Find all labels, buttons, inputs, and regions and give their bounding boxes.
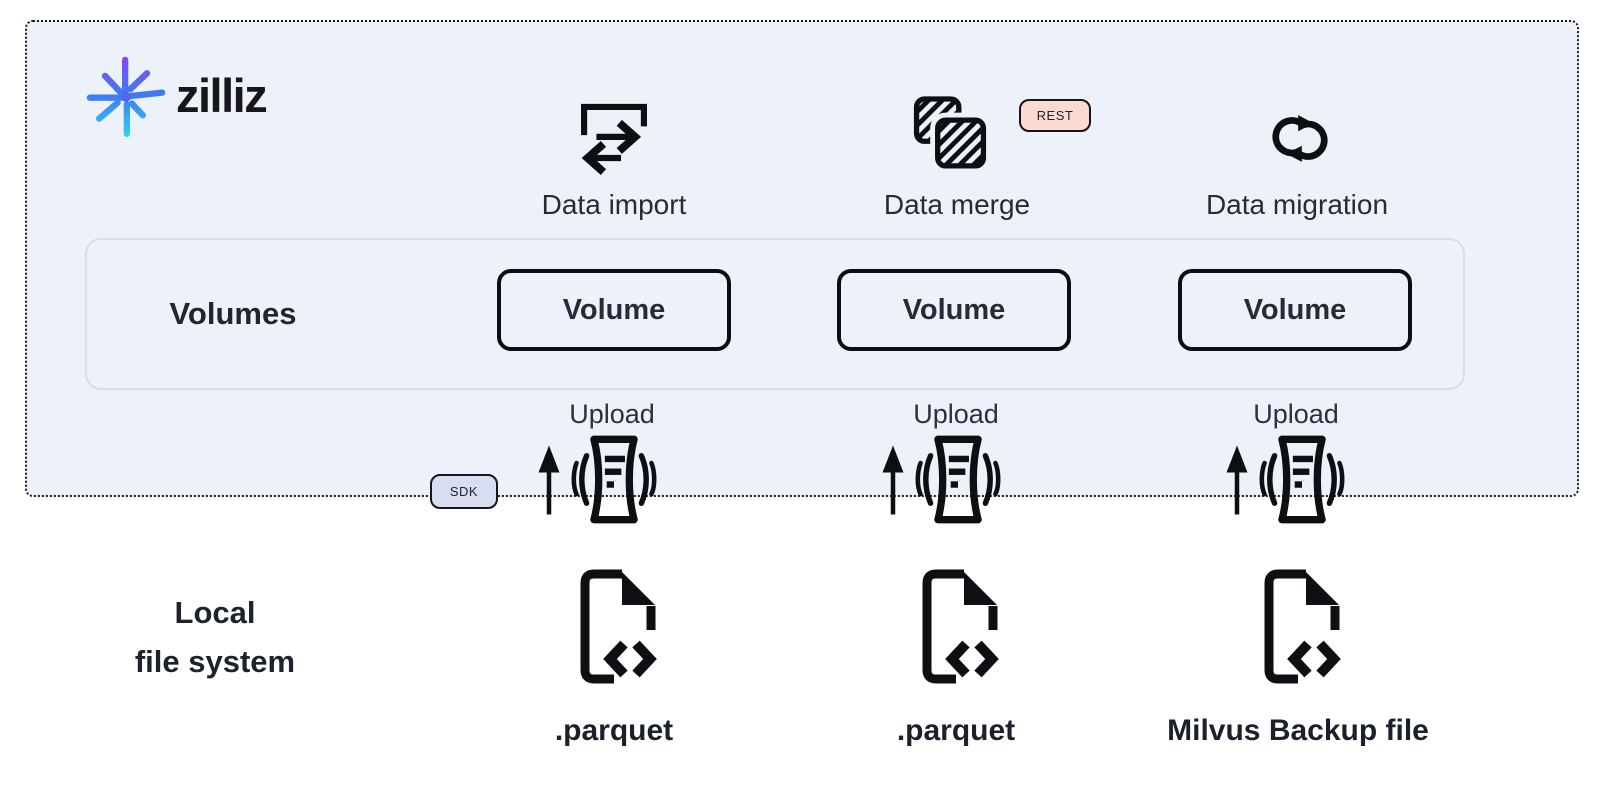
data-merge-label: Data merge — [883, 189, 1031, 220]
upload-arrow-icon — [1226, 445, 1248, 515]
volumes-group — [85, 238, 1465, 390]
compressed-data-icon — [915, 435, 1001, 524]
compressed-data-icon — [571, 435, 657, 524]
volume-box: Volume — [497, 269, 731, 351]
data-merge-icon — [913, 96, 991, 174]
file-label-parquet: .parquet — [896, 714, 1016, 747]
upload-arrow-icon — [538, 445, 560, 515]
local-file-system-label: Local file system — [65, 588, 365, 686]
file-label-parquet: .parquet — [554, 714, 674, 747]
sdk-badge: SDK — [430, 474, 498, 509]
data-import-icon — [581, 103, 647, 176]
upload-label: Upload — [913, 399, 999, 429]
zilliz-logo-text: zilliz — [176, 69, 268, 122]
compressed-data-icon — [1259, 435, 1345, 524]
zilliz-logo: zilliz — [84, 54, 268, 138]
upload-arrow-icon — [882, 445, 904, 515]
upload-label: Upload — [569, 399, 655, 429]
local-file-system-line2: file system — [134, 644, 296, 679]
file-label-milvus-backup: Milvus Backup file — [1167, 714, 1429, 747]
data-migration-label: Data migration — [1205, 189, 1389, 220]
volumes-group-label: Volumes — [169, 296, 297, 331]
zilliz-cloud-panel — [25, 20, 1579, 497]
data-migration-icon — [1272, 115, 1328, 162]
upload-label: Upload — [1253, 399, 1339, 429]
volume-box: Volume — [1178, 269, 1412, 351]
code-file-icon — [922, 569, 999, 684]
volume-box: Volume — [837, 269, 1071, 351]
local-file-system-line1: Local — [174, 595, 256, 630]
zilliz-starburst-icon — [86, 56, 166, 137]
code-file-icon — [1264, 569, 1341, 684]
rest-badge: REST — [1019, 99, 1091, 132]
code-file-icon — [580, 569, 657, 684]
data-import-label: Data import — [541, 189, 687, 220]
